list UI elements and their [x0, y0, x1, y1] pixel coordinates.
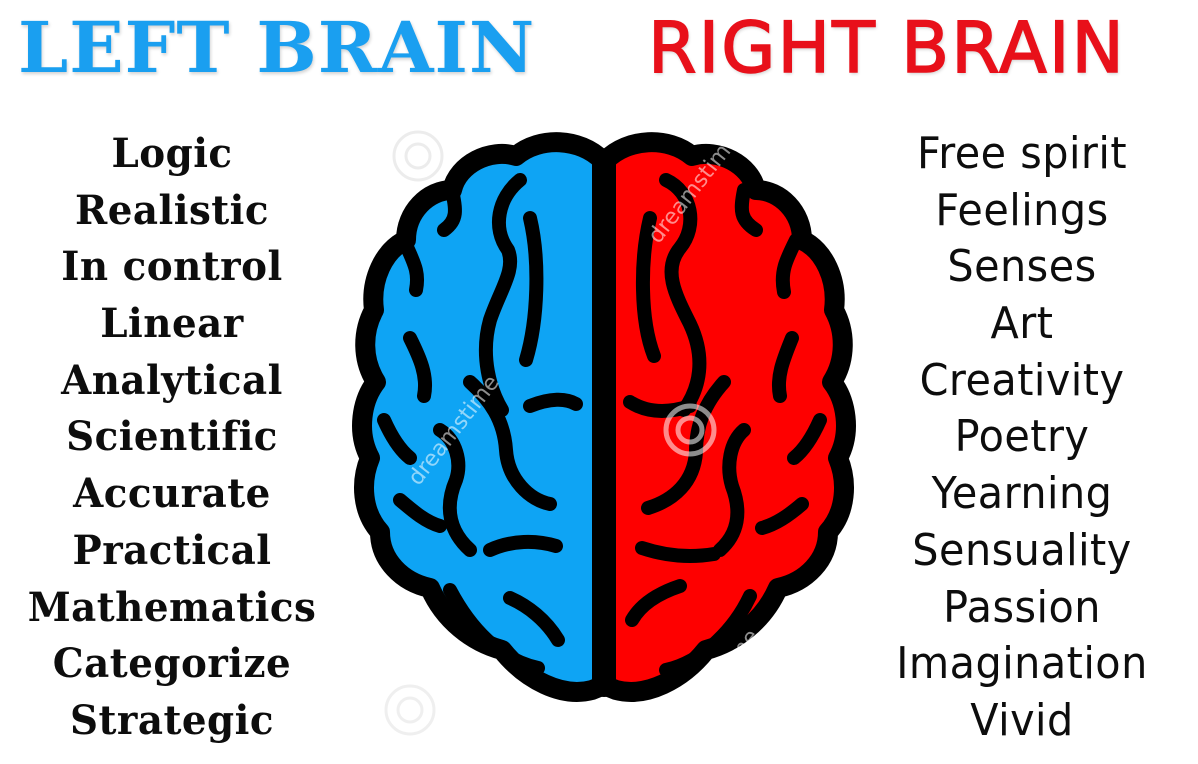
left-trait-item: Categorize: [52, 640, 292, 688]
left-trait-item: Linear: [100, 300, 244, 348]
right-trait-item: Free spirit: [916, 128, 1128, 179]
left-trait-item: Scientific: [66, 413, 278, 461]
left-trait-item: Mathematics: [27, 583, 317, 631]
watermark-spiral-icon: [663, 403, 717, 457]
right-brain-heading: RIGHT BRAIN: [647, 6, 1126, 90]
right-trait-item: Imagination: [896, 638, 1148, 690]
left-brain-heading: LEFT BRAIN: [18, 6, 536, 89]
right-trait-item: Yearning: [931, 468, 1113, 520]
watermark-spiral-icon: [384, 684, 436, 736]
left-trait-item: Logic: [111, 130, 233, 177]
right-brain-traits-list: Free spirit Feelings Senses Art Creativi…: [856, 126, 1188, 750]
left-trait-item: Realistic: [74, 186, 270, 234]
right-trait-item: Sensuality: [912, 524, 1132, 576]
right-trait-item: Feelings: [935, 184, 1109, 236]
left-trait-item: Analytical: [61, 356, 283, 404]
right-trait-item: Art: [990, 298, 1054, 350]
right-gyri: [623, 173, 827, 677]
right-trait-item: Vivid: [970, 694, 1074, 746]
right-trait-item: Poetry: [954, 411, 1090, 463]
watermark-spiral-icon: [392, 130, 444, 182]
left-hemisphere: [352, 132, 612, 702]
right-trait-item: Senses: [947, 241, 1097, 293]
brain-icon: [352, 132, 856, 702]
left-trait-item: Accurate: [73, 470, 271, 518]
right-trait-item: Creativity: [919, 354, 1125, 406]
left-trait-item: Strategic: [69, 696, 275, 744]
right-trait-item: Passion: [943, 581, 1101, 633]
left-trait-item: In control: [61, 243, 283, 291]
left-gyri: [377, 173, 583, 675]
left-brain-traits-list: Logic Realistic In control Linear Analyt…: [2, 126, 342, 750]
left-trait-item: Practical: [72, 526, 272, 574]
